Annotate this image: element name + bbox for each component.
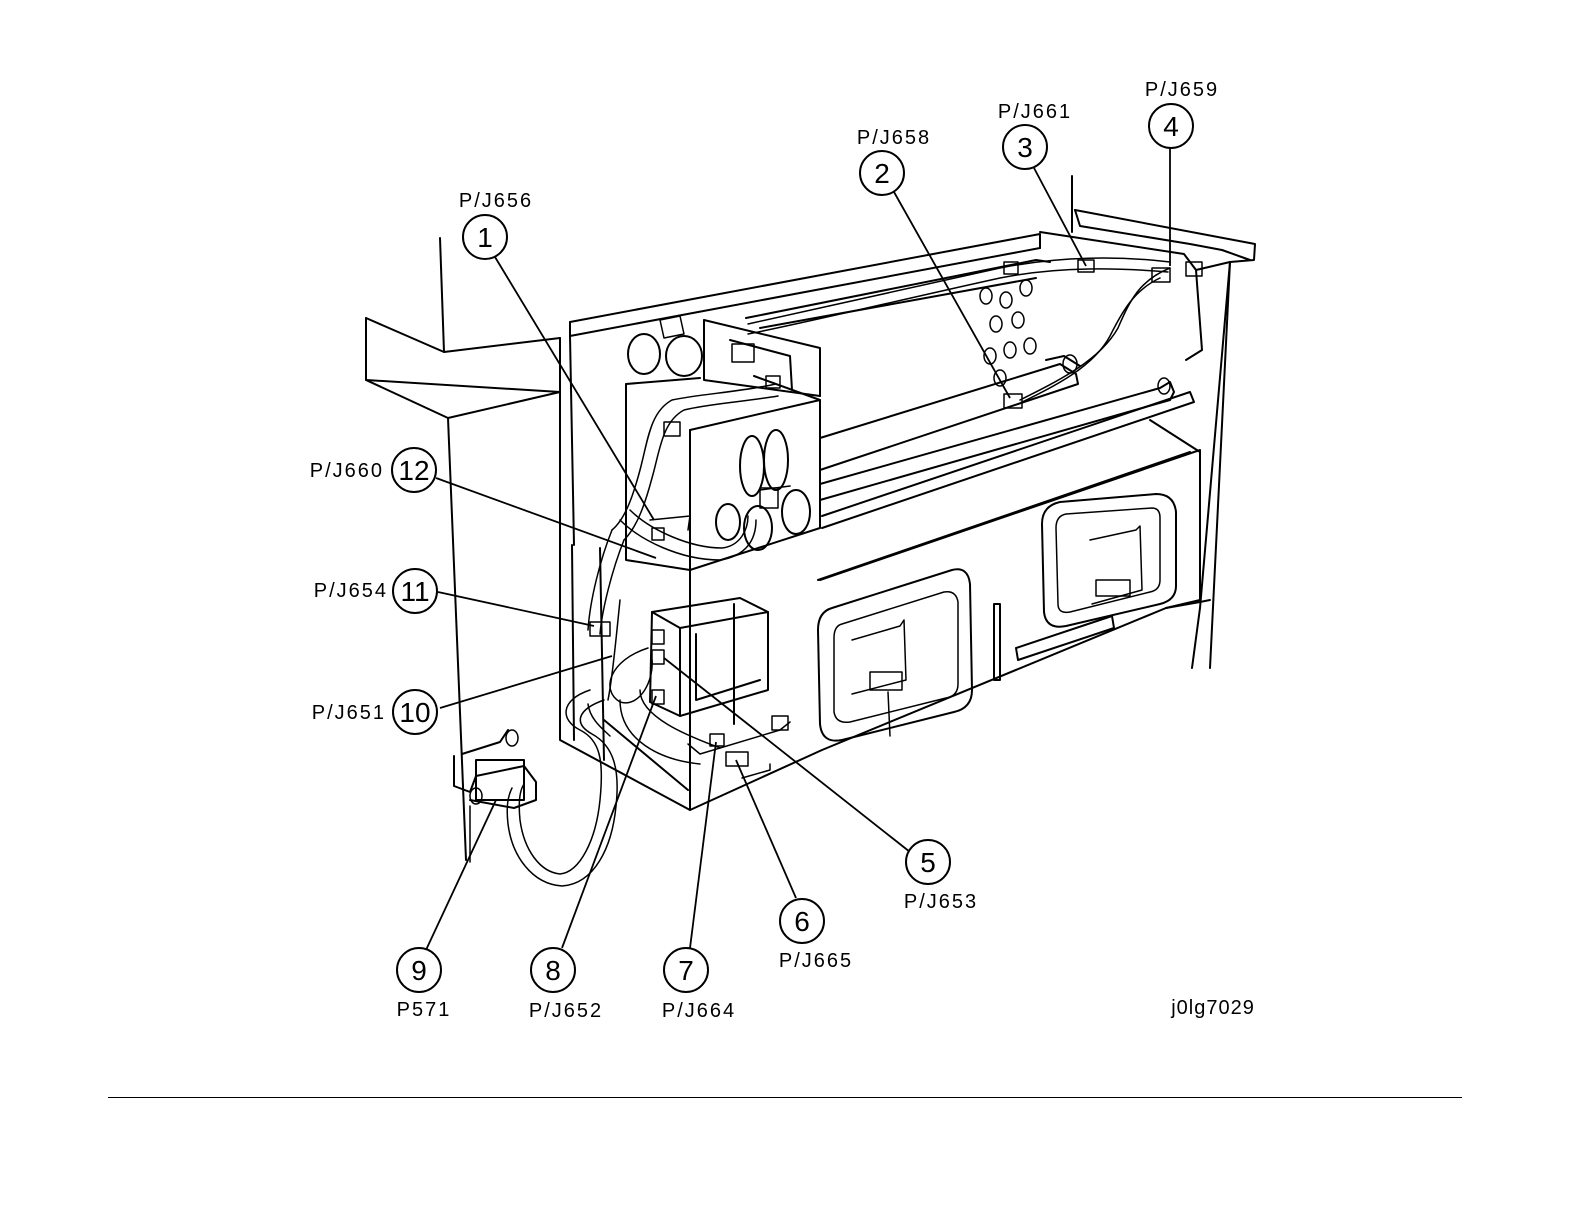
leader-8 xyxy=(562,696,656,948)
connector-label: P/J653 xyxy=(904,891,978,913)
leader-5 xyxy=(664,658,910,852)
callout-2: 2 P/J658 xyxy=(857,127,931,195)
figure-id: j0lg7029 xyxy=(1170,997,1255,1019)
connector-label: P/J665 xyxy=(779,950,853,972)
callout-number: 2 xyxy=(874,158,890,189)
connector-label: P/J651 xyxy=(312,702,386,724)
callout-5: 5 P/J653 xyxy=(904,840,978,913)
callout-number: 11 xyxy=(400,576,429,607)
callout-number: 6 xyxy=(794,906,810,937)
callout-number: 10 xyxy=(399,697,430,728)
connector-label: P/J658 xyxy=(857,127,931,149)
leader-lines xyxy=(426,148,1170,950)
perforation-holes xyxy=(980,280,1036,386)
callout-8: 8 P/J652 xyxy=(529,948,603,1022)
wire-harness xyxy=(507,258,1202,886)
connector-label: P/J654 xyxy=(314,580,388,602)
callout-12: 12 P/J660 xyxy=(310,448,436,492)
d-connector-p571 xyxy=(454,730,536,862)
callout-number: 1 xyxy=(477,222,493,253)
machine-frame xyxy=(366,176,1255,886)
leader-12 xyxy=(436,478,656,558)
panel-window-left xyxy=(818,569,972,740)
connector-label: P/J652 xyxy=(529,1000,603,1022)
callout-3: 3 P/J661 xyxy=(998,101,1072,169)
leader-9 xyxy=(426,800,496,950)
callout-11: 11 P/J654 xyxy=(314,569,437,613)
callout-4: 4 P/J659 xyxy=(1145,79,1219,148)
callout-number: 5 xyxy=(920,847,936,878)
callout-9: 9 P571 xyxy=(397,948,452,1021)
central-module xyxy=(626,316,820,570)
callout-number: 3 xyxy=(1017,132,1033,163)
callout-7: 7 P/J664 xyxy=(662,948,736,1022)
callout-1: 1 P/J656 xyxy=(459,190,533,259)
callout-6: 6 P/J665 xyxy=(779,899,853,972)
connector-label: P/J660 xyxy=(310,460,384,482)
callout-number: 12 xyxy=(398,455,429,486)
callout-number: 7 xyxy=(678,955,694,986)
panel-window-right xyxy=(1042,494,1176,627)
leader-11 xyxy=(438,592,594,626)
callout-10: 10 P/J651 xyxy=(312,690,437,734)
callout-number: 9 xyxy=(411,955,427,986)
leader-10 xyxy=(440,656,612,708)
connector-label: P/J664 xyxy=(662,1000,736,1022)
connector-label: P571 xyxy=(397,999,452,1021)
transformer-block xyxy=(650,598,790,778)
callout-number: 8 xyxy=(545,955,561,986)
leader-6 xyxy=(736,760,796,898)
callout-number: 4 xyxy=(1163,111,1179,142)
connector-label: P/J661 xyxy=(998,101,1072,123)
bottom-rule xyxy=(108,1097,1462,1098)
connector-label: P/J656 xyxy=(459,190,533,212)
leader-7 xyxy=(690,742,716,948)
connector-label: P/J659 xyxy=(1145,79,1219,101)
